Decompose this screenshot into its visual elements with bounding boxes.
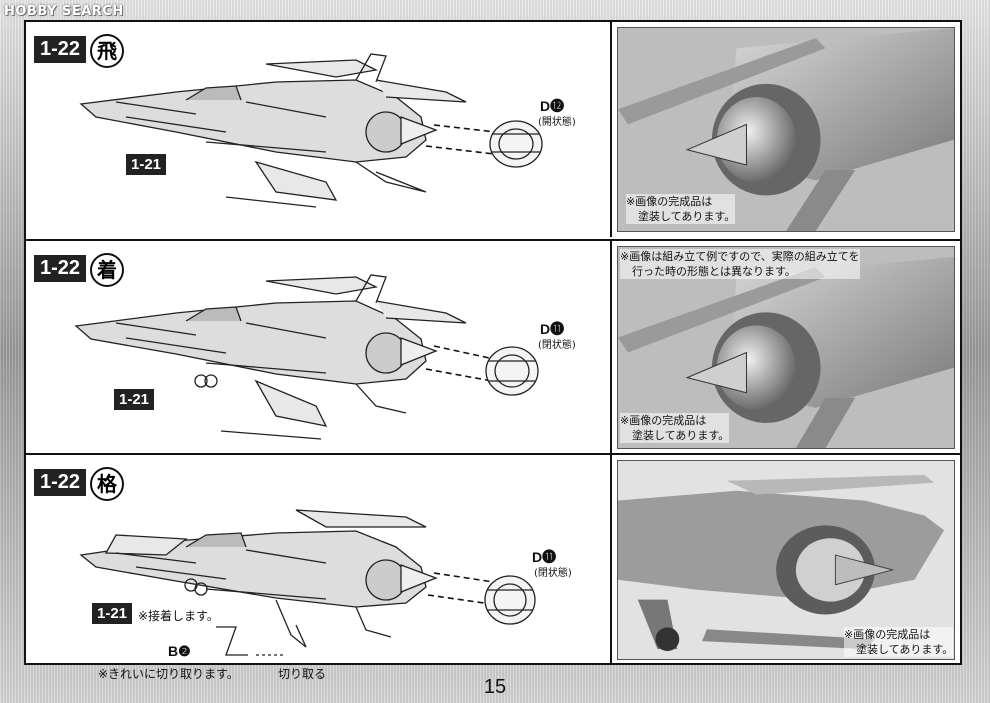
mode-badge: 飛: [90, 34, 124, 68]
photo-note-line: 塗装してあります。: [856, 643, 954, 656]
photo-note: ※画像の完成品は 塗装してあります。: [620, 413, 730, 443]
adhesive-note: ※接着します。: [138, 609, 219, 623]
part-state: (閉状態): [534, 568, 572, 579]
step-number: 1-22: [34, 36, 87, 63]
sub-step-number: 1-21: [126, 154, 167, 175]
step-row-gerwalk: 1-22 格: [26, 453, 960, 681]
instruction-page: 1-22 飛: [24, 20, 962, 681]
photo-panel: ※画像は組み立て例ですので、実際の組み立てを 行った時の形態とは異なります。 ※…: [610, 241, 960, 454]
photo-note: ※画像の完成品は 塗装してあります。: [626, 194, 736, 224]
ship-diagram: [79, 509, 536, 656]
mode-badge: 着: [90, 253, 124, 287]
mode-badge: 格: [90, 467, 124, 501]
ship-diagram: [79, 53, 543, 208]
model-photo: [617, 460, 955, 660]
sub-step-number: 1-21: [92, 603, 133, 624]
diagram-panel: 1-22 着: [26, 241, 610, 454]
part-label: D⓫: [532, 549, 557, 565]
photo-top-note: ※画像は組み立て例ですので、実際の組み立てを 行った時の形態とは異なります。: [620, 249, 860, 279]
engine-photo: [617, 27, 955, 232]
runner-part-label: B❷: [168, 643, 191, 659]
step-number: 1-22: [34, 255, 87, 282]
part-label: D⓬: [540, 98, 565, 114]
photo-note-line: ※画像の完成品は: [626, 195, 713, 208]
step-row-landing: 1-22 着: [26, 239, 960, 454]
part-state: (閉状態): [538, 340, 576, 351]
step-row-fighter: 1-22 飛: [26, 22, 960, 237]
photo-note-line: 塗装してあります。: [638, 210, 736, 223]
photo-panel: ※画像の完成品は 塗装してあります。: [610, 455, 960, 665]
step-number: 1-22: [34, 469, 87, 496]
runner-note: ※きれいに切り取ります。: [98, 667, 239, 681]
part-state: (開状態): [538, 117, 576, 128]
sub-step-number: 1-21: [114, 389, 155, 410]
photo-note-line: 塗装してあります。: [632, 429, 730, 442]
engine-photo: [617, 246, 955, 449]
page-number: 15: [483, 676, 507, 698]
diagram-panel: 1-22 飛: [26, 22, 610, 237]
cut-label: 切り取る: [278, 667, 327, 681]
photo-note-line: ※画像の完成品は: [844, 628, 931, 641]
photo-note: ※画像の完成品は 塗装してあります。: [844, 627, 954, 657]
photo-top-note-line: 行った時の形態とは異なります。: [632, 265, 796, 278]
diagram-panel: 1-22 格: [26, 455, 610, 681]
part-label: D⓫: [540, 321, 565, 337]
ship-diagram: [74, 274, 539, 440]
photo-note-line: ※画像の完成品は: [620, 414, 707, 427]
photo-top-note-line: ※画像は組み立て例ですので、実際の組み立てを: [620, 250, 860, 263]
watermark-logo: HOBBY SEARCH: [4, 4, 124, 19]
photo-panel: ※画像の完成品は 塗装してあります。: [610, 22, 960, 237]
